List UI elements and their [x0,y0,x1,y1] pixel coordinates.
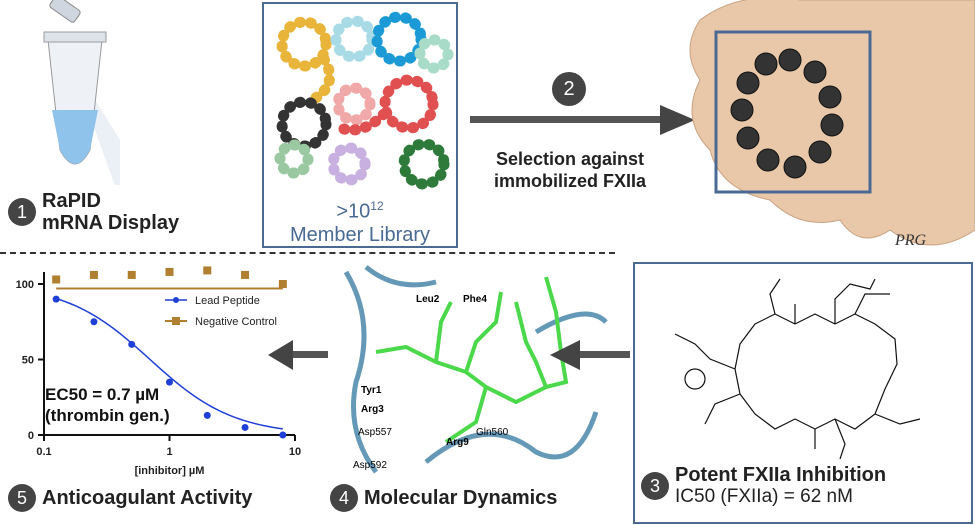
ic50-value: IC50 (FXIIa) = 62 nM [675,486,853,507]
library-box: >1012 Member Library [262,2,458,248]
library-size: >1012 [336,199,384,223]
legend-control-marker [172,317,180,325]
residue-label: Phe4 [463,294,487,305]
molecular-dynamics-image: Leu2 Phe4 Tyr1 Arg3 Asp557 Gln560 Arg9 A… [336,262,611,480]
legend-lead-label: Lead Peptide [195,295,260,307]
step4-label: 4 Molecular Dynamics [330,484,557,512]
residue-label: Arg3 [361,404,384,415]
residue-label: Asp592 [353,460,387,471]
arrow-left-icon [268,340,328,370]
lead-data-point [52,295,60,303]
arrow-left-icon [550,340,630,370]
legend-control-label: Negative Control [195,316,277,328]
peptide-structure-drawing [674,278,921,460]
x-tick-label: 10 [289,446,301,458]
residue-label: Tyr1 [361,385,382,396]
step1-subtitle: mRNA Display [42,212,180,234]
protein-surface-illustration: PRG [689,0,975,249]
residue-label: Arg9 [446,437,469,448]
arrow-right-icon [470,105,695,135]
control-data-point [127,270,136,279]
step2-number: 2 [552,72,586,106]
lead-data-point [166,378,173,386]
lead-data-point [203,411,211,419]
step5-label: 5 Anticoagulant Activity [8,484,252,512]
control-data-point [89,270,98,279]
tube-icon [43,0,120,185]
lead-data-point [279,431,287,439]
step3-title: Potent FXIIa Inhibition [675,464,887,486]
step5-title: Anticoagulant Activity [42,486,253,509]
control-data-point [165,267,174,276]
lead-fit-curve [55,297,283,430]
lead-data-point [128,340,136,348]
residue-label: Gln560 [476,427,509,438]
step-number: 5 [8,484,36,512]
peptide-library-illustration [274,11,454,190]
x-tick-label: 0.1 [36,446,51,458]
control-data-point [52,275,61,284]
ec50-annotation: EC50 = 0.7 µM(thrombin gen.) [45,385,170,425]
y-tick-label: 100 [16,279,34,291]
signature-logo: PRG [894,232,927,249]
y-tick-label: 50 [22,355,34,367]
lead-data-point [90,318,98,326]
step4-title: Molecular Dynamics [364,486,558,509]
step-number: 4 [330,484,358,512]
control-data-point [203,266,212,275]
legend-lead-marker [173,297,179,303]
control-data-point [241,270,250,279]
lead-data-point [241,423,249,431]
x-axis-label: [inhibitor] µM [135,465,205,477]
library-label: Member Library [289,223,431,246]
step1-title: RaPID [42,190,101,212]
residue-label: Asp557 [358,427,392,438]
residue-label: Leu2 [416,294,440,305]
divider [0,252,615,254]
control-data-point [278,280,287,288]
step-number: 1 [8,198,36,226]
x-tick-label: 1 [166,446,172,458]
y-tick-label: 0 [28,430,34,442]
step-number: 3 [641,472,669,500]
